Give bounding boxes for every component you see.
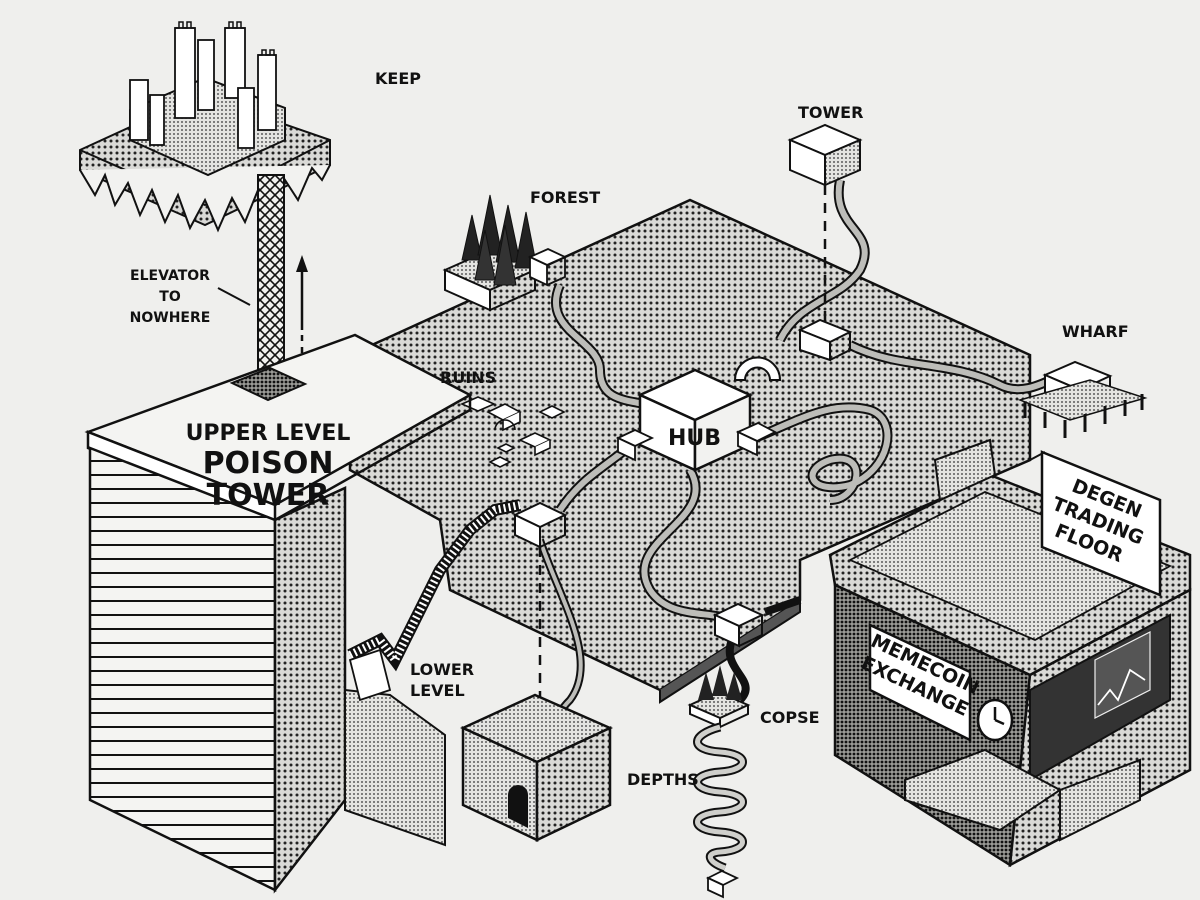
label-tower: TOWER (798, 103, 863, 122)
label-depths: DEPTHS (627, 770, 699, 789)
tree-icon (461, 194, 538, 286)
keep-island (79, 21, 331, 233)
forest-area (442, 194, 568, 312)
label-elevator-2: TO (159, 289, 181, 305)
elevator-shaft (217, 174, 308, 394)
tree-icon (698, 665, 742, 700)
castle-icon (129, 21, 286, 177)
clock-icon (976, 698, 1014, 742)
label-ruins: RUINS (440, 368, 496, 387)
stairway (347, 499, 522, 702)
poison-tower (84, 333, 473, 894)
label-copse: COPSE (760, 708, 820, 727)
label-elevator-1: ELEVATOR (130, 268, 210, 284)
label-wharf: WHARF (1062, 322, 1129, 341)
label-upper-level: UPPER LEVEL (186, 421, 351, 446)
label-poison-tower: TOWER (207, 478, 330, 513)
wharf-area (1017, 360, 1148, 438)
label-lower-2: LEVEL (410, 681, 465, 700)
depths-block (460, 693, 614, 842)
copse-area (687, 602, 765, 899)
label-hub: HUB (668, 426, 721, 451)
label-lower-1: LOWER (410, 660, 474, 679)
label-elevator-3: NOWHERE (130, 310, 211, 326)
arch-icon (733, 356, 782, 381)
exchange-building (828, 438, 1192, 868)
tower-block (787, 123, 863, 362)
hub-building (615, 368, 777, 472)
label-forest: FOREST (530, 188, 600, 207)
label-poison: POISON (203, 446, 334, 481)
arrow-up-icon (296, 255, 308, 272)
label-keep: KEEP (375, 69, 421, 88)
